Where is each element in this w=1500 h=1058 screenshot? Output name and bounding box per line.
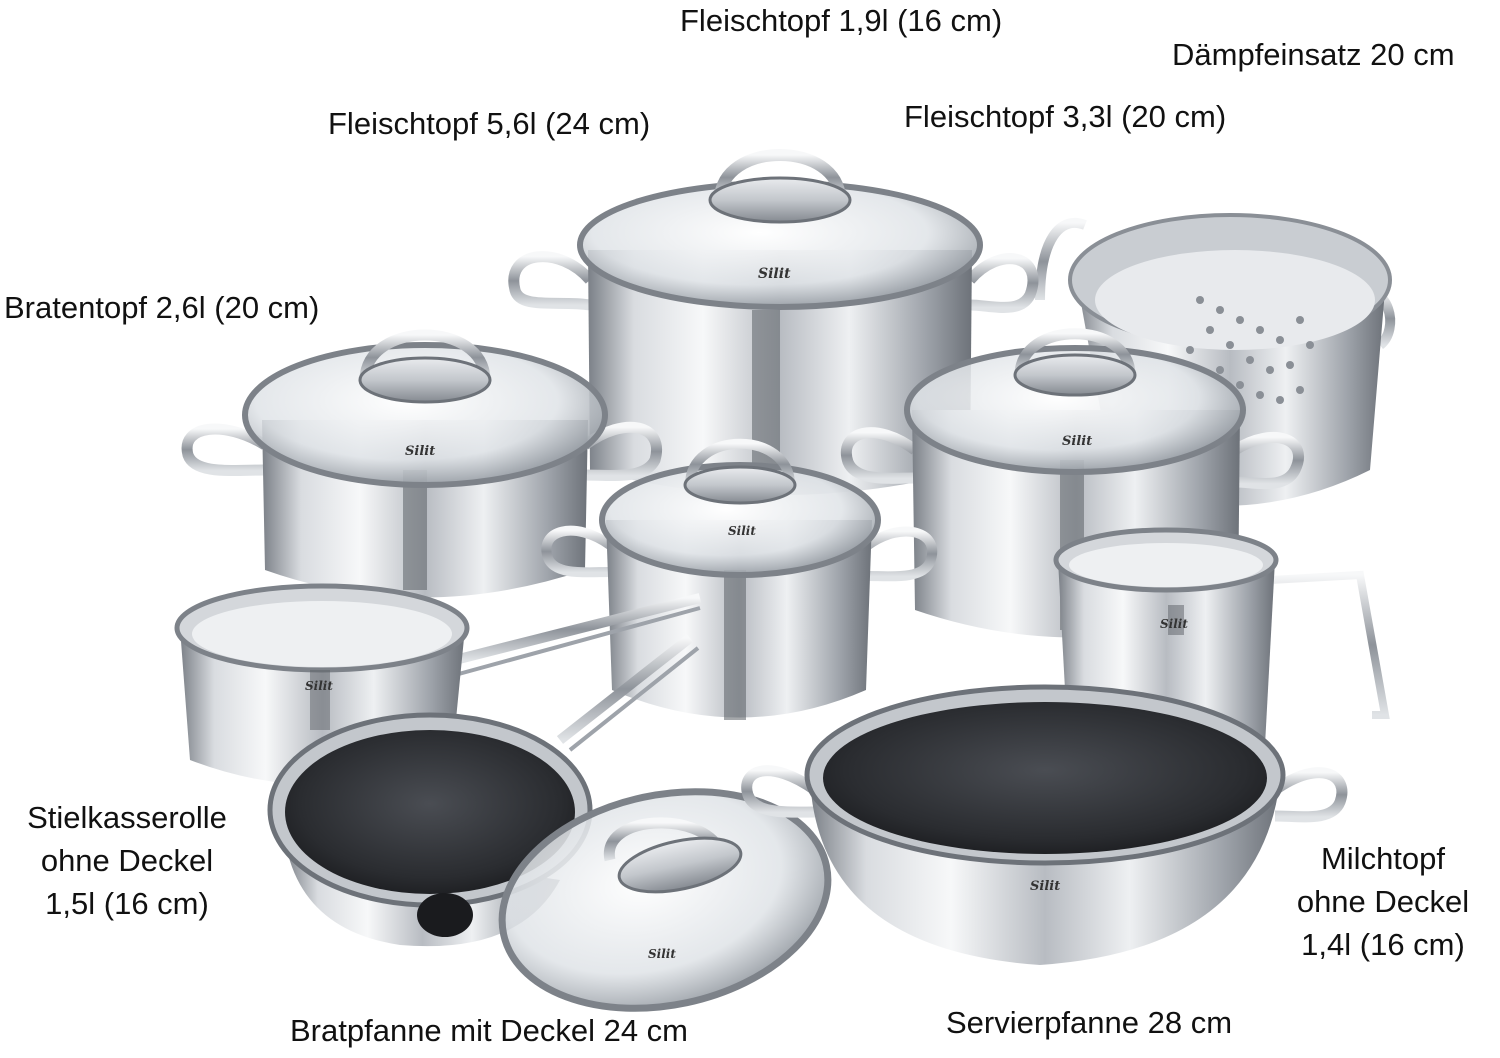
label-fleischtopf-19: Fleischtopf 1,9l (16 cm) [680,3,1003,38]
label-line: ohne Deckel [40,842,214,878]
label-milchtopf: Milchtopf ohne Deckel 1,4l (16 cm) [1278,838,1488,966]
svg-text:Silit: Silit [648,947,676,961]
label-line: Stielkasserolle [27,800,227,835]
svg-text:Silit: Silit [305,679,333,693]
svg-text:Silit: Silit [1062,434,1092,449]
label-servierpfanne: Servierpfanne 28 cm [946,1005,1233,1040]
saucepan-long-handle: Silit [174,583,702,785]
svg-text:Silit: Silit [1030,879,1060,894]
label-fleischtopf-56: Fleischtopf 5,6l (24 cm) [328,106,651,141]
stock-pot-large: Silit [508,149,1039,495]
svg-text:Silit: Silit [405,444,435,459]
label-bratpfanne: Bratpfanne mit Deckel 24 cm [290,1013,689,1048]
svg-text:Silit: Silit [728,524,756,538]
label-line: 1,4l (16 cm) [1301,926,1465,962]
casserole-pot-left: Silit [181,329,662,598]
label-stielkasserolle: Stielkasserolle ohne Deckel 1,5l (16 cm) [8,797,246,925]
label-bratentopf: Bratentopf 2,6l (20 cm) [4,290,320,325]
svg-text:Silit: Silit [1160,617,1188,631]
serving-pan: Silit [741,684,1348,965]
label-line: Milchtopf [1320,841,1446,876]
label-fleischtopf-33: Fleischtopf 3,3l (20 cm) [904,99,1227,134]
frying-pan-lid: Silit [498,788,832,1012]
label-line: 1,5l (16 cm) [45,885,209,921]
brand-logo: Silit [758,266,791,282]
frying-pan [267,634,700,947]
label-daempfeinsatz: Dämpfeinsatz 20 cm [1172,37,1455,72]
label-line: ohne Deckel [1296,883,1470,919]
